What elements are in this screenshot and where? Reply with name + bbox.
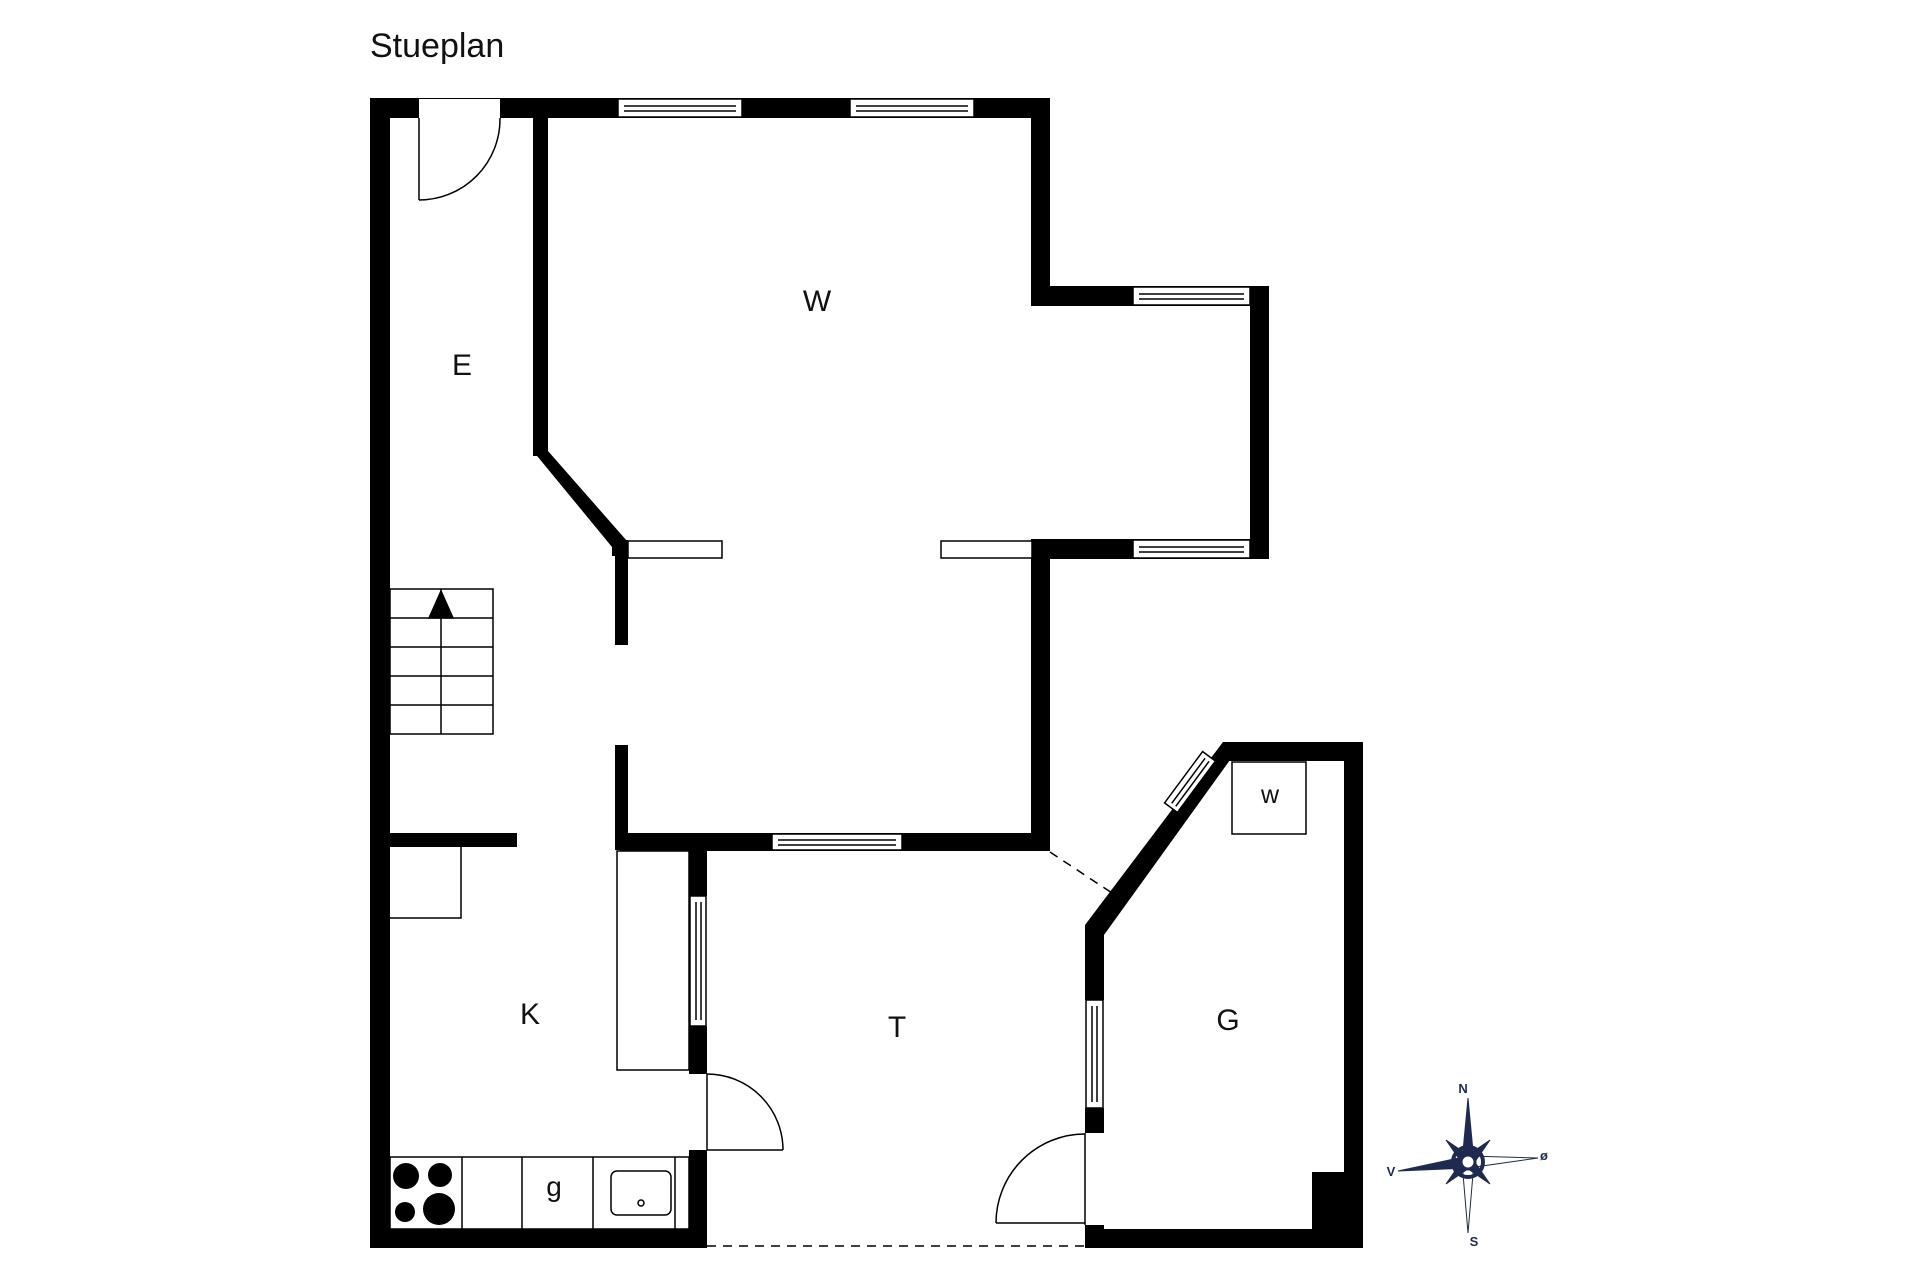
wall-living-right-lower — [1031, 539, 1050, 851]
wall-garage-door-stub — [1085, 1225, 1104, 1248]
door-terrace — [706, 1073, 784, 1151]
compass-rose-icon: N S V ø — [1387, 1081, 1548, 1249]
opening-living-left — [627, 540, 723, 559]
kitchen-counter — [616, 850, 690, 1071]
compass-north: N — [1458, 1081, 1467, 1096]
wall-interior-stub-upper — [615, 540, 628, 645]
room-labels: E W K T G w g — [452, 285, 1280, 1202]
wall-interior-ew — [533, 118, 548, 456]
doors — [418, 99, 1086, 1225]
compass-west: V — [1387, 1164, 1396, 1179]
window-top-right — [849, 98, 975, 118]
plan-title: Stueplan — [370, 27, 504, 65]
stove-icon — [393, 1163, 455, 1225]
window-top-left — [617, 98, 743, 118]
door-entrance — [418, 99, 501, 201]
washer-box — [1231, 761, 1307, 835]
compass-east: ø — [1540, 1148, 1548, 1163]
wall-garage-left-lower — [1085, 1108, 1104, 1133]
wall-bottom-left — [370, 1229, 707, 1248]
staircase — [389, 588, 494, 735]
window-bay-top — [1132, 286, 1251, 306]
room-label-washer: w — [1260, 781, 1280, 809]
wall-left — [370, 98, 390, 1248]
wall-interior-diagonal — [533, 451, 627, 556]
kitchen-fixtures — [389, 847, 690, 1230]
window-garage-left — [1085, 999, 1104, 1109]
terrace-boundaries — [707, 851, 1113, 1247]
wall-kt-lower — [689, 1026, 707, 1074]
sink-icon — [610, 1170, 672, 1216]
wall-garage-right — [1344, 742, 1363, 1248]
room-label-garage: G — [1216, 1004, 1239, 1037]
room-label-living: W — [803, 285, 832, 318]
wall-garage-top — [1223, 742, 1363, 761]
wall-garage-bottom — [1085, 1229, 1363, 1248]
room-label-entrance: E — [452, 349, 472, 382]
door-garage — [995, 1133, 1086, 1225]
window-bay-bottom — [1132, 539, 1251, 559]
wall-bay-right — [1250, 286, 1269, 559]
opening-living-right — [940, 540, 1033, 559]
room-label-kitchen: K — [520, 998, 540, 1031]
wall-kitchen-divider — [390, 833, 517, 847]
wall-living-right-upper — [1031, 98, 1050, 305]
wall-kt-upper — [689, 836, 707, 896]
window-living-bottom — [771, 833, 903, 851]
kitchen-cabinet — [390, 847, 462, 919]
wall-kt-bottom — [689, 1150, 707, 1248]
stairs-arrow-icon — [427, 589, 455, 619]
compass-south: S — [1470, 1234, 1479, 1249]
wall-garage-corner-block — [1312, 1172, 1363, 1248]
room-label-appliance: g — [546, 1171, 562, 1202]
windows — [617, 98, 1251, 1109]
window-kitchen-terrace — [689, 895, 707, 1027]
wall-garage-diagonal — [1085, 742, 1362, 935]
window-garage-diagonal — [1163, 750, 1217, 814]
walls — [370, 98, 1363, 1248]
wall-interior-stub-lower — [615, 745, 628, 850]
room-label-terrace: T — [888, 1011, 906, 1044]
wall-garage-left-upper — [1085, 930, 1104, 1000]
